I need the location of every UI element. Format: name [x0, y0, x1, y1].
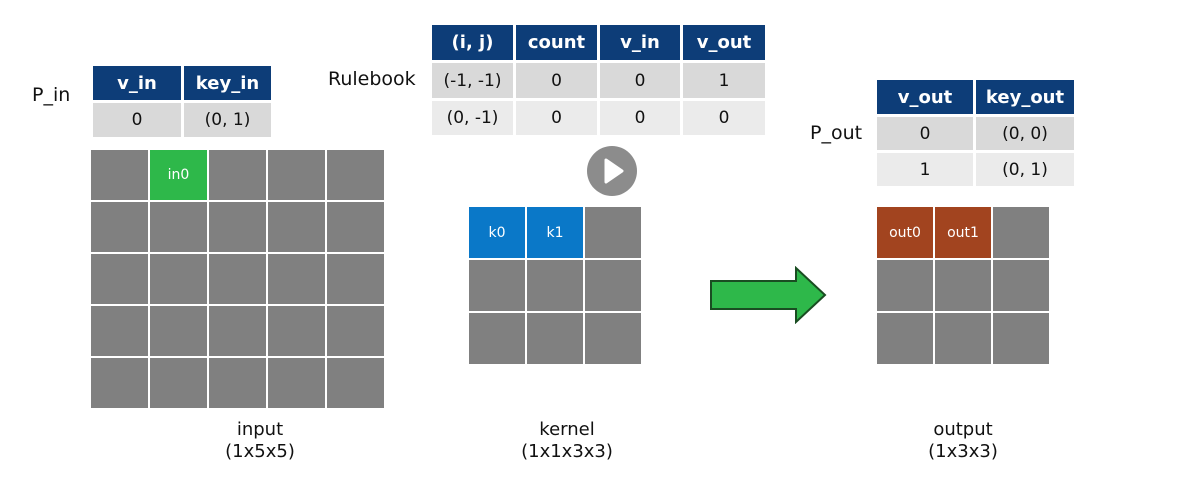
right-arrow-icon: [710, 266, 827, 324]
kernel-cell: [469, 260, 525, 311]
input-cell: [209, 306, 266, 356]
cell: (0, -1): [432, 101, 513, 135]
header: v_in: [93, 66, 181, 100]
cell: 0: [93, 103, 181, 137]
output-cell: [877, 260, 933, 311]
cell: 1: [683, 63, 765, 98]
kernel-cell: [585, 207, 641, 258]
output-cell: [877, 313, 933, 364]
input-shape: (1x5x5): [225, 441, 295, 462]
header: v_out: [683, 25, 765, 60]
output-cell: [993, 207, 1049, 258]
kernel-cell: [527, 260, 583, 311]
cell: 0: [877, 117, 973, 150]
output-cell: [935, 260, 991, 311]
header: count: [516, 25, 597, 60]
cell: 0: [600, 101, 680, 135]
cell: 0: [600, 63, 680, 98]
cell: (0, 0): [976, 117, 1074, 150]
play-icon: [604, 158, 624, 184]
input-cell: [209, 202, 266, 252]
input-cell: [327, 202, 384, 252]
input-title: input: [236, 419, 284, 440]
input-cell: [91, 202, 148, 252]
cell: 0: [516, 101, 597, 135]
input-caption: input(1x5x5): [160, 419, 360, 463]
input-cell: [327, 150, 384, 200]
kernel-cell: [585, 313, 641, 364]
output-cell: [993, 313, 1049, 364]
header: (i, j): [432, 25, 513, 60]
output-title: output: [933, 419, 993, 440]
cell: (0, 1): [184, 103, 271, 137]
input-cell: [91, 254, 148, 304]
p-out-label: P_out: [810, 122, 863, 144]
input-cell: [209, 358, 266, 408]
input-cell: [268, 202, 325, 252]
input-cell: [150, 254, 207, 304]
input-active-cell: in0: [150, 150, 207, 200]
cell: 0: [683, 101, 765, 135]
input-cell: [150, 358, 207, 408]
header: v_out: [877, 80, 973, 114]
output-active-cell: out0: [877, 207, 933, 258]
kernel-shape: (1x1x3x3): [521, 441, 613, 462]
input-cell: [268, 150, 325, 200]
input-cell: [268, 358, 325, 408]
input-cell: [209, 150, 266, 200]
header: key_in: [184, 66, 271, 100]
output-active-cell: out1: [935, 207, 991, 258]
output-cell: [935, 313, 991, 364]
kernel-cell: [527, 313, 583, 364]
input-cell: [268, 254, 325, 304]
header: v_in: [600, 25, 680, 60]
output-shape: (1x3x3): [928, 441, 998, 462]
cell: (-1, -1): [432, 63, 513, 98]
input-cell: [91, 358, 148, 408]
input-cell: [327, 358, 384, 408]
kernel-title: kernel: [539, 419, 595, 440]
input-cell: [91, 150, 148, 200]
cell: (0, 1): [976, 153, 1074, 186]
input-cell: [327, 254, 384, 304]
kernel-cell: [585, 260, 641, 311]
rulebook-label: Rulebook: [328, 68, 416, 90]
kernel-cell: [469, 313, 525, 364]
kernel-active-cell: k0: [469, 207, 525, 258]
play-button[interactable]: [587, 146, 637, 196]
input-cell: [209, 254, 266, 304]
input-grid: in0: [91, 150, 384, 408]
input-cell: [150, 306, 207, 356]
cell: 0: [516, 63, 597, 98]
output-caption: output(1x3x3): [863, 419, 1063, 463]
cell: 1: [877, 153, 973, 186]
input-cell: [268, 306, 325, 356]
p-in-label: P_in: [32, 84, 71, 106]
kernel-caption: kernel(1x1x3x3): [467, 419, 667, 463]
output-cell: [993, 260, 1049, 311]
input-cell: [91, 306, 148, 356]
input-cell: [327, 306, 384, 356]
header: key_out: [976, 80, 1074, 114]
kernel-active-cell: k1: [527, 207, 583, 258]
input-cell: [150, 202, 207, 252]
